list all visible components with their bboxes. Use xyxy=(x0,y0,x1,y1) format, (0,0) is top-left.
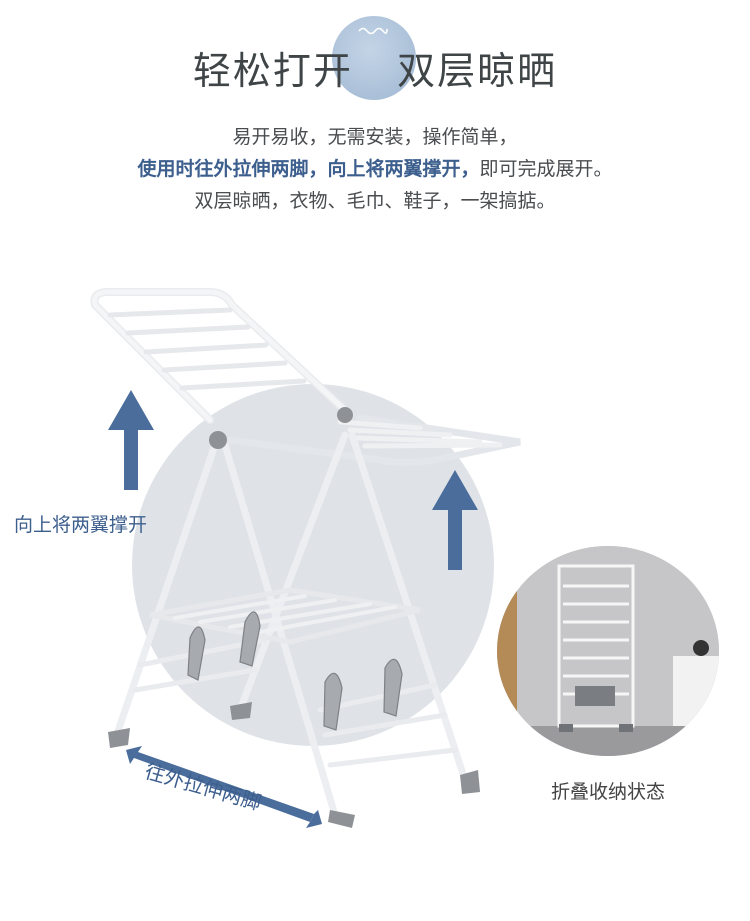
description-line3: 双层晾晒，衣物、毛巾、鞋子，一架搞掂。 xyxy=(194,190,556,212)
description-line2: 使用时往外拉伸两脚，向上将两翼撑开，即可完成展开。 xyxy=(0,154,750,181)
description-line1: 易开易收，无需安装，操作简单， xyxy=(232,126,518,148)
title-decor-circle xyxy=(332,16,416,100)
double-arrow-icon xyxy=(126,746,322,828)
up-arrow-icon-left xyxy=(108,390,154,490)
description-line2-rest: 即可完成展开。 xyxy=(479,158,613,180)
up-arrow-icon-right xyxy=(432,470,478,570)
wave-icon xyxy=(358,27,388,35)
folded-rack-scene xyxy=(497,546,719,756)
title-part2: 双层晾晒 xyxy=(397,49,558,93)
description-highlight: 使用时往外拉伸两脚，向上将两翼撑开， xyxy=(137,158,480,180)
wing-open-label: 向上将两翼撑开 xyxy=(14,514,148,536)
page-title: 轻松打开 双层晾晒 xyxy=(0,40,750,95)
title-part1: 轻松打开 xyxy=(192,49,353,93)
drying-rack-image xyxy=(90,288,521,828)
folded-state-caption: 折叠收纳状态 xyxy=(550,781,665,803)
folded-state-image xyxy=(497,546,719,756)
title-block: 轻松打开 双层晾晒 xyxy=(0,16,750,108)
